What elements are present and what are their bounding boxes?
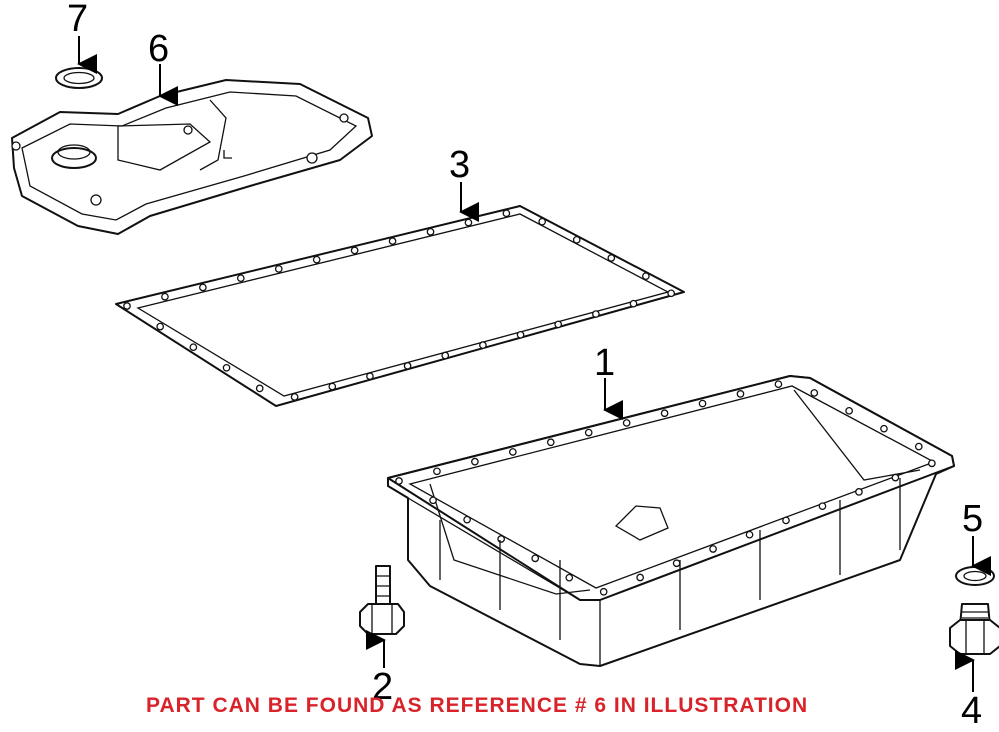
- bolt-hole: [599, 587, 608, 596]
- bolt-hole: [538, 217, 547, 226]
- bolt-hole: [928, 459, 936, 468]
- drain-plug-gasket-5: [955, 566, 995, 586]
- callout-3: 3: [449, 144, 471, 186]
- callout-1: 1: [594, 342, 616, 384]
- bolt-hole: [328, 382, 337, 391]
- reference-notice: PART CAN BE FOUND AS REFERENCE # 6 IN IL…: [146, 694, 809, 717]
- bolt-hole: [156, 322, 165, 331]
- callout-4: 4: [961, 690, 983, 732]
- bolt-hole: [636, 573, 644, 582]
- bolt-hole: [565, 573, 574, 582]
- bolt-hole: [554, 320, 563, 329]
- bolt-hole: [546, 438, 555, 447]
- bolt-hole: [891, 473, 900, 482]
- bolt-hole: [622, 419, 631, 427]
- callout-6: 6: [148, 28, 170, 70]
- bolt-hole: [516, 330, 525, 339]
- bolt-hole: [189, 343, 198, 352]
- bolt-hole: [236, 274, 245, 283]
- bolt-hole: [123, 302, 131, 310]
- callout-2: 2: [372, 666, 394, 708]
- bolt-hole: [433, 467, 441, 476]
- bolt-hole: [660, 409, 669, 418]
- bolt-hole: [199, 283, 207, 292]
- bolt-hole: [672, 559, 681, 568]
- bolt-hole: [642, 272, 650, 281]
- bolt-hole: [429, 496, 437, 505]
- bolt-hole: [479, 341, 487, 350]
- bolt-hole: [818, 502, 827, 511]
- bolt-hole: [222, 363, 231, 372]
- callout-5: 5: [962, 498, 984, 540]
- callout-7: 7: [67, 0, 89, 40]
- bolt-hole: [698, 399, 707, 408]
- bolt-hole: [426, 228, 435, 236]
- bolt-hole: [255, 384, 264, 393]
- bolt-hole: [497, 535, 506, 543]
- bolt-hole: [584, 428, 593, 437]
- bolt-hole: [441, 351, 450, 360]
- bolt-hole: [667, 289, 676, 298]
- bolt-hole: [914, 442, 923, 451]
- bolt-hole: [845, 406, 853, 415]
- leader-lines: [77, 36, 991, 692]
- bolt-hole: [782, 516, 790, 525]
- bolt-hole: [290, 393, 299, 401]
- bolt-hole: [736, 390, 745, 398]
- bolt-hole: [395, 477, 403, 485]
- bolt-hole: [274, 265, 283, 273]
- bolt-hole: [531, 554, 540, 563]
- bolt-hole: [880, 424, 888, 433]
- drain-plug-4: [949, 603, 999, 655]
- bolt-hole: [572, 235, 581, 244]
- bolt-hole: [810, 389, 819, 397]
- bolt-hole: [464, 218, 473, 227]
- pan-gasket-3: [115, 205, 685, 407]
- o-ring-7: [55, 67, 103, 89]
- bolt-hole: [403, 362, 412, 370]
- bolt-hole: [629, 299, 638, 308]
- bolt-hole: [508, 448, 517, 456]
- bolt-hole: [502, 209, 511, 218]
- bolt-hole: [161, 292, 169, 301]
- bolt-hole: [350, 246, 359, 255]
- oil-pan-1: [387, 375, 955, 667]
- bolt-hole: [855, 488, 863, 496]
- bolt-hole: [607, 254, 616, 262]
- transmission-filter-6: [11, 79, 373, 235]
- bolt-hole: [366, 372, 374, 381]
- bolt-hole: [312, 255, 321, 264]
- pan-bolt-2: [359, 565, 405, 635]
- bolt-hole: [471, 457, 479, 466]
- bolt-hole: [592, 310, 600, 318]
- bolt-hole: [774, 380, 783, 389]
- bolt-hole: [463, 515, 471, 524]
- bolt-hole: [388, 237, 397, 245]
- bolt-hole: [709, 545, 717, 553]
- bolt-hole: [745, 530, 754, 539]
